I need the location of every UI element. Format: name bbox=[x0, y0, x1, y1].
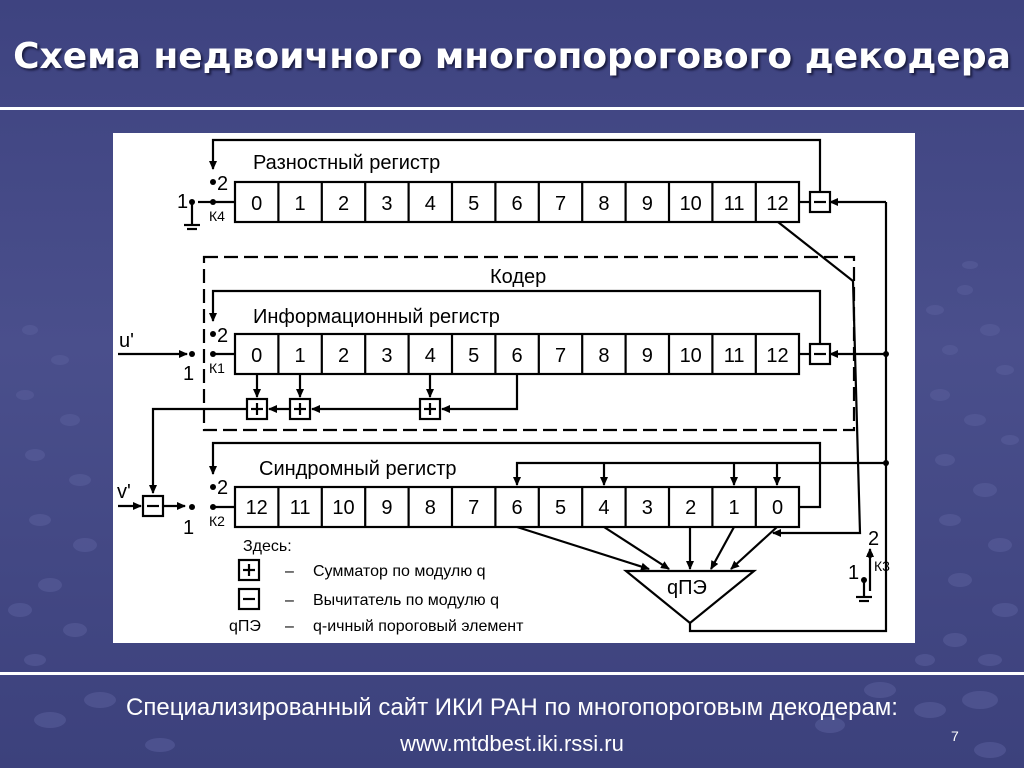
info-cell: 10 bbox=[680, 345, 702, 367]
decoder-diagram: Разностный регистр Кодер Информационный … bbox=[117, 138, 890, 635]
info-cell: 2 bbox=[338, 345, 349, 367]
k3-pos2: 2 bbox=[868, 528, 879, 550]
info-cell: 9 bbox=[642, 345, 653, 367]
syndrome-cell: 12 bbox=[246, 497, 268, 519]
bottom-divider bbox=[0, 672, 1024, 675]
info-cell: 4 bbox=[425, 345, 436, 367]
legend-subtractor-symbol bbox=[237, 587, 261, 611]
diff-cell: 12 bbox=[766, 193, 788, 215]
slide-title: Схема недвоичного многопорогового декоде… bbox=[13, 36, 1011, 77]
top-divider bbox=[0, 107, 1024, 110]
legend-qpe-desc: q-ичный пороговый элемент bbox=[313, 618, 524, 635]
syndrome-register-title: Синдромный регистр bbox=[259, 458, 456, 480]
syndrome-cell: 2 bbox=[685, 497, 696, 519]
info-cell: 3 bbox=[381, 345, 392, 367]
page-number: 7 bbox=[951, 728, 959, 744]
syndrome-cell: 1 bbox=[729, 497, 740, 519]
diff-cell: 3 bbox=[381, 193, 392, 215]
syndrome-cell: 0 bbox=[772, 497, 783, 519]
syndrome-cell: 4 bbox=[598, 497, 609, 519]
diff-cell: 4 bbox=[425, 193, 436, 215]
k4-switch-label: К4 bbox=[209, 208, 225, 224]
k2-pos2: 2 bbox=[217, 477, 228, 499]
syndrome-cell: 3 bbox=[642, 497, 653, 519]
diagram-panel: Разностный регистр Кодер Информационный … bbox=[113, 133, 915, 643]
syndrome-cell: 8 bbox=[425, 497, 436, 519]
k4-pos2: 2 bbox=[217, 173, 228, 195]
syndrome-cell: 11 bbox=[290, 497, 311, 519]
footer-caption: Специализированный сайт ИКИ РАН по много… bbox=[126, 694, 898, 721]
diff-cell: 7 bbox=[555, 193, 566, 215]
diff-register-dividers bbox=[277, 182, 757, 222]
k2-switch-label: К2 bbox=[209, 513, 225, 529]
junction-dots bbox=[189, 179, 889, 583]
legend-subtractor-desc: Вычитатель по модулю q bbox=[313, 592, 499, 609]
legend-dash: – bbox=[285, 563, 294, 580]
syndrome-cell: 6 bbox=[512, 497, 523, 519]
diff-cell: 11 bbox=[724, 193, 745, 215]
k3-pos1: 1 bbox=[848, 562, 859, 584]
syndrome-register-dividers bbox=[277, 487, 757, 527]
syndrome-cell: 5 bbox=[555, 497, 566, 519]
info-cell: 6 bbox=[512, 345, 523, 367]
info-cell: 11 bbox=[724, 345, 745, 367]
diff-cell: 5 bbox=[468, 193, 479, 215]
footer-url: www.mtdbest.iki.rssi.ru bbox=[400, 731, 624, 756]
legend-adder-desc: Сумматор по модулю q bbox=[313, 563, 486, 580]
threshold-label: qПЭ bbox=[667, 577, 707, 599]
syndrome-input-label: v' bbox=[117, 481, 131, 503]
threshold-element bbox=[622, 569, 758, 625]
legend-adder-symbol bbox=[237, 558, 261, 582]
diff-register-title: Разностный регистр bbox=[253, 152, 440, 174]
syndrome-cell: 7 bbox=[468, 497, 479, 519]
legend-qpe-label: qПЭ bbox=[229, 618, 261, 635]
k4-pos1: 1 bbox=[177, 191, 188, 213]
legend-heading: Здесь: bbox=[243, 538, 292, 555]
info-cell: 0 bbox=[251, 345, 262, 367]
info-register-dividers bbox=[277, 334, 757, 374]
k2-pos1: 1 bbox=[183, 517, 194, 539]
diff-cell: 0 bbox=[251, 193, 262, 215]
coder-title: Кодер bbox=[490, 266, 546, 288]
info-cell: 7 bbox=[555, 345, 566, 367]
info-cell: 12 bbox=[766, 345, 788, 367]
info-register-title: Информационный регистр bbox=[253, 306, 500, 328]
diff-cell: 9 bbox=[642, 193, 653, 215]
info-cell: 5 bbox=[468, 345, 479, 367]
syndrome-cell: 10 bbox=[332, 497, 354, 519]
k1-pos2: 2 bbox=[217, 325, 228, 347]
info-input-label: u' bbox=[119, 330, 134, 352]
diff-cell: 10 bbox=[680, 193, 702, 215]
diff-cell: 8 bbox=[598, 193, 609, 215]
diff-cell: 1 bbox=[295, 193, 306, 215]
coder-box bbox=[202, 255, 856, 432]
diff-cell: 6 bbox=[512, 193, 523, 215]
info-cell: 8 bbox=[598, 345, 609, 367]
syndrome-cell: 9 bbox=[381, 497, 392, 519]
k1-switch-label: К1 bbox=[209, 360, 225, 376]
k1-pos1: 1 bbox=[183, 363, 194, 385]
info-cell: 1 bbox=[295, 345, 306, 367]
legend-dash: – bbox=[285, 592, 294, 609]
diff-cell: 2 bbox=[338, 193, 349, 215]
legend-dash: – bbox=[285, 618, 294, 635]
k3-switch-label: К3 bbox=[874, 558, 890, 574]
